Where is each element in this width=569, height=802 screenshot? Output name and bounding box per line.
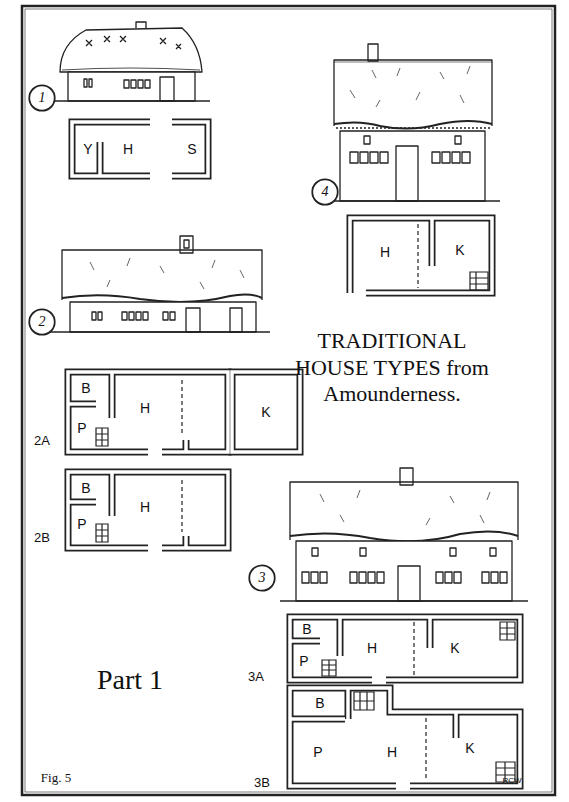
room-letter: B (81, 481, 90, 495)
room-letter: K (465, 741, 474, 755)
plan-label: 2A (34, 434, 50, 447)
plan-label: 2B (34, 531, 50, 544)
room-letter: P (299, 654, 308, 668)
callout-circle: 1 (28, 84, 56, 112)
room-letter: H (140, 401, 150, 415)
callout-number: 1 (28, 84, 56, 112)
plan-label: 3A (248, 670, 264, 683)
room-letter: B (315, 696, 324, 710)
part-label: Part 1 (95, 665, 165, 694)
room-letter: B (302, 622, 311, 636)
room-letter: S (187, 142, 196, 156)
callout-number: 3 (248, 564, 276, 592)
room-letter: P (77, 421, 86, 435)
room-letter: K (450, 641, 459, 655)
signature: RCW (502, 777, 521, 785)
room-letter: B (81, 381, 90, 395)
room-letter: H (123, 142, 133, 156)
room-letter: P (313, 745, 322, 759)
callout-circle: 2 (28, 308, 56, 336)
callout-circle: 3 (248, 564, 276, 592)
room-letter: K (455, 243, 464, 257)
room-letter: H (380, 245, 390, 259)
callout-circle: 4 (311, 178, 339, 206)
room-letter: H (367, 641, 377, 655)
callout-number: 4 (311, 178, 339, 206)
figure-title: TRADITIONAL HOUSE TYPES from Amoundernes… (292, 328, 492, 407)
room-letter: H (140, 500, 150, 514)
figure-caption: Fig. 5 (41, 771, 71, 784)
plan-label: 3B (254, 776, 270, 789)
callout-number: 2 (28, 308, 56, 336)
room-letter: Y (83, 142, 92, 156)
room-letter: P (77, 517, 86, 531)
room-letter: K (261, 405, 270, 419)
room-letter: H (387, 745, 397, 759)
